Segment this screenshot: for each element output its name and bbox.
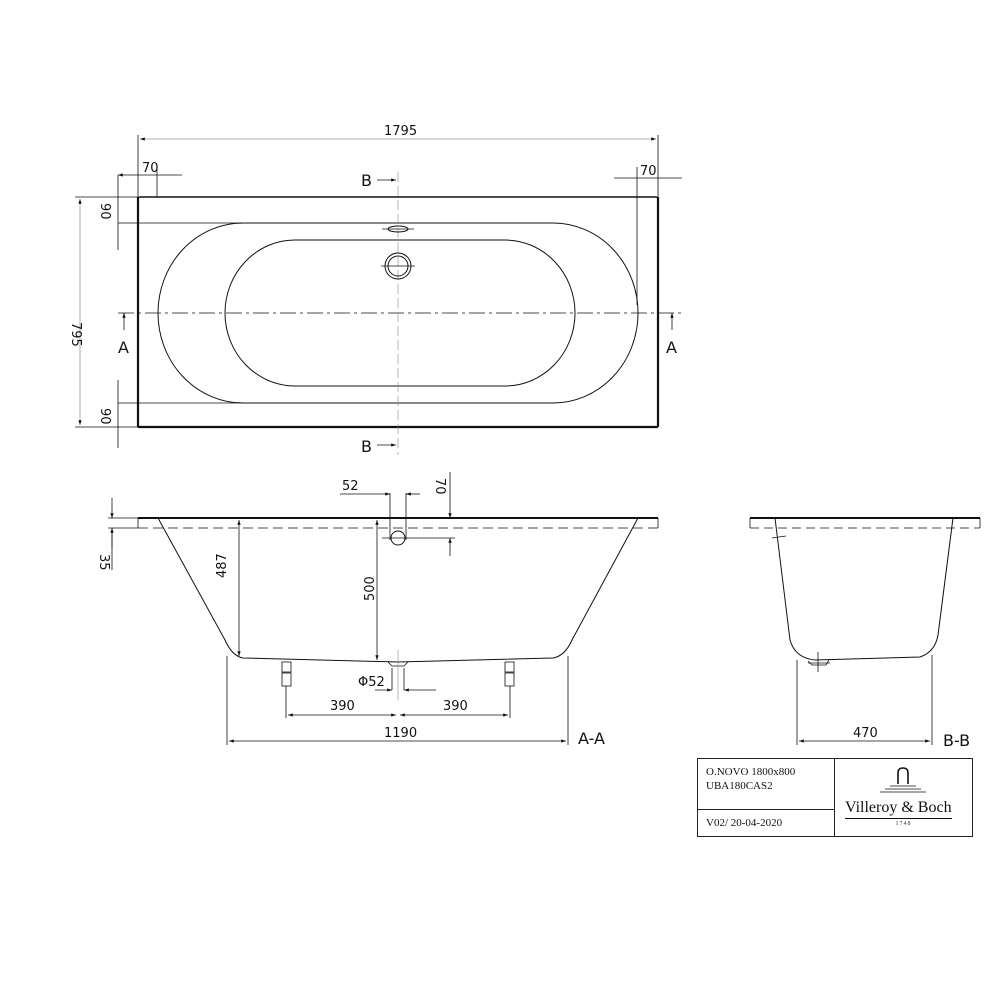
section-b-b-dimensions bbox=[796, 655, 933, 745]
dim-overflow-width: 52 bbox=[342, 479, 359, 494]
brand-logo: Villeroy & Boch 1748 bbox=[835, 759, 972, 836]
brand-emblem-icon bbox=[880, 767, 926, 793]
dim-bottom-length: 1190 bbox=[384, 726, 417, 741]
dim-rim-thickness: 35 bbox=[96, 554, 111, 571]
product-code: UBA180CAS2 bbox=[706, 780, 773, 792]
section-b-b-label: B-B bbox=[943, 731, 970, 750]
dim-drain-diameter: Φ52 bbox=[358, 675, 385, 690]
title-block: O.NOVO 1800x800 UBA180CAS2 V02/ 20-04-20… bbox=[697, 758, 973, 837]
dim-bottom-width: 470 bbox=[853, 726, 878, 741]
section-a-a-label: A-A bbox=[578, 729, 605, 748]
section-b-marker-top: B bbox=[361, 171, 372, 190]
dim-top-rim: 90 bbox=[97, 203, 112, 220]
dim-foot-spacing-right: 390 bbox=[443, 699, 468, 714]
dim-foot-spacing-left: 390 bbox=[330, 699, 355, 714]
top-view-dimensions bbox=[78, 135, 682, 448]
section-a-marker-right: A bbox=[666, 338, 677, 357]
section-b-marker-bottom: B bbox=[361, 437, 372, 456]
section-b-b bbox=[749, 517, 981, 672]
dim-depth-center: 500 bbox=[363, 576, 378, 601]
dim-bottom-rim: 90 bbox=[97, 408, 112, 425]
version-date: V02/ 20-04-2020 bbox=[706, 817, 783, 829]
dim-depth-side: 487 bbox=[215, 553, 230, 578]
title-block-info: O.NOVO 1800x800 UBA180CAS2 V02/ 20-04-20… bbox=[698, 759, 835, 836]
top-view bbox=[75, 167, 682, 455]
product-info: O.NOVO 1800x800 UBA180CAS2 bbox=[698, 759, 834, 810]
dim-right-rim: 70 bbox=[640, 164, 657, 179]
brand-year: 1748 bbox=[895, 821, 912, 827]
brand-name: Villeroy & Boch bbox=[845, 799, 952, 819]
dim-left-rim: 70 bbox=[142, 161, 159, 176]
section-a-a bbox=[137, 493, 659, 700]
section-a-a-dimensions bbox=[108, 472, 569, 745]
section-a-marker-left: A bbox=[118, 338, 129, 357]
dim-overall-width: 795 bbox=[68, 322, 83, 347]
dim-overflow-height: 70 bbox=[432, 478, 447, 495]
dim-overall-length: 1795 bbox=[384, 124, 417, 139]
product-name: O.NOVO 1800x800 bbox=[706, 766, 796, 778]
